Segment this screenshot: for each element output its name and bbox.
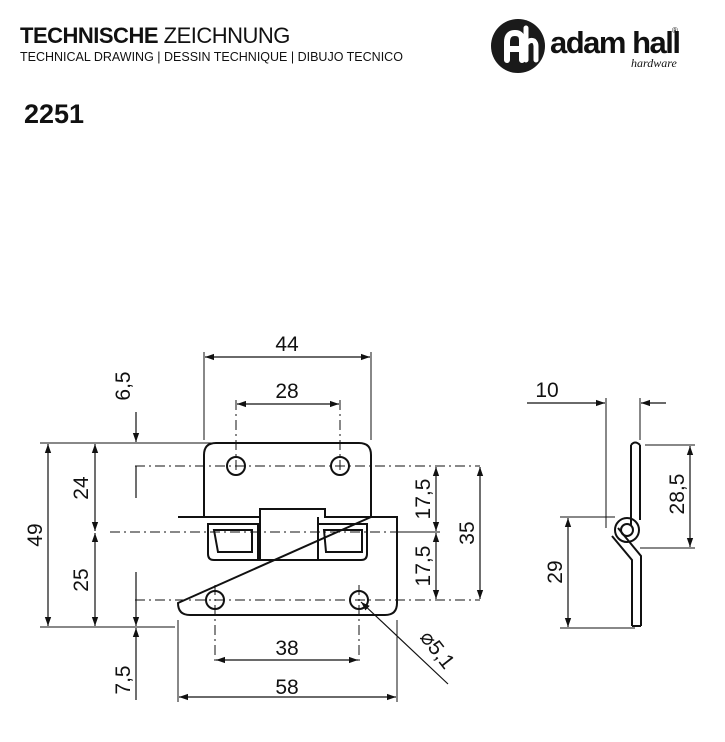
side-leaf-upper [630, 445, 641, 525]
centerlines [110, 400, 480, 665]
dimension-labels: 44 28 38 58 49 24 25 6,5 7,5 17,5 17,5 3… [24, 333, 689, 699]
drawing-title-bold: TECHNISCHE [20, 23, 159, 48]
side-dimension-lines [527, 399, 694, 627]
brand-tagline: hardware [631, 56, 677, 70]
side-pin [620, 523, 634, 537]
dim-top-offset: 6,5 [112, 371, 135, 400]
part-number: 2251 [24, 99, 85, 129]
drawing-subtitle: TECHNICAL DRAWING | DESSIN TECHNIQUE | D… [20, 50, 403, 64]
brand-logo: adam hall ® hardware [488, 16, 713, 76]
dim-top-width: 44 [275, 333, 299, 356]
dim-side-width: 10 [535, 379, 558, 402]
drawing-title-regular: ZEICHNUNG [158, 23, 291, 48]
dim-bottom-offset: 7,5 [112, 665, 135, 694]
side-view [611, 441, 642, 627]
side-leaf-lower [611, 527, 642, 626]
dim-right-lower: 17,5 [412, 546, 435, 587]
upper-leaf-outline [203, 442, 372, 518]
dimension-lines [44, 353, 484, 701]
brand-registered-mark: ® [672, 26, 678, 35]
dim-top-holes: 28 [275, 380, 298, 403]
hinge-knuckle-right-inner [322, 529, 363, 553]
hinge-knuckle-right [317, 523, 368, 561]
side-knuckle [614, 517, 640, 543]
brand-logo-mark [491, 19, 545, 73]
dim-side-upper: 28,5 [666, 474, 689, 515]
brand-name: adam hall [550, 25, 681, 60]
dim-hole-diameter: ⌀5,1 [415, 626, 459, 673]
drawing-title: TECHNISCHE ZEICHNUNG [20, 24, 290, 48]
front-view [176, 442, 398, 616]
dim-bottom-height: 25 [70, 568, 93, 591]
extension-lines [40, 352, 440, 702]
dim-top-height: 24 [70, 476, 93, 500]
dim-bottom-width: 58 [275, 676, 298, 699]
hinge-center-tab [259, 509, 319, 561]
side-extension-lines [560, 398, 695, 629]
dim-right-upper: 17,5 [412, 479, 435, 520]
dim-bottom-holes: 38 [275, 637, 298, 660]
hinge-knuckle-left [207, 523, 259, 561]
dim-right-total: 35 [456, 521, 479, 544]
lower-leaf-outline [176, 516, 398, 616]
side-leaf-top [630, 441, 641, 446]
dim-overall-height: 49 [24, 523, 47, 546]
hinge-knuckle-left-inner [212, 529, 253, 553]
dim-side-lower: 29 [544, 560, 567, 583]
